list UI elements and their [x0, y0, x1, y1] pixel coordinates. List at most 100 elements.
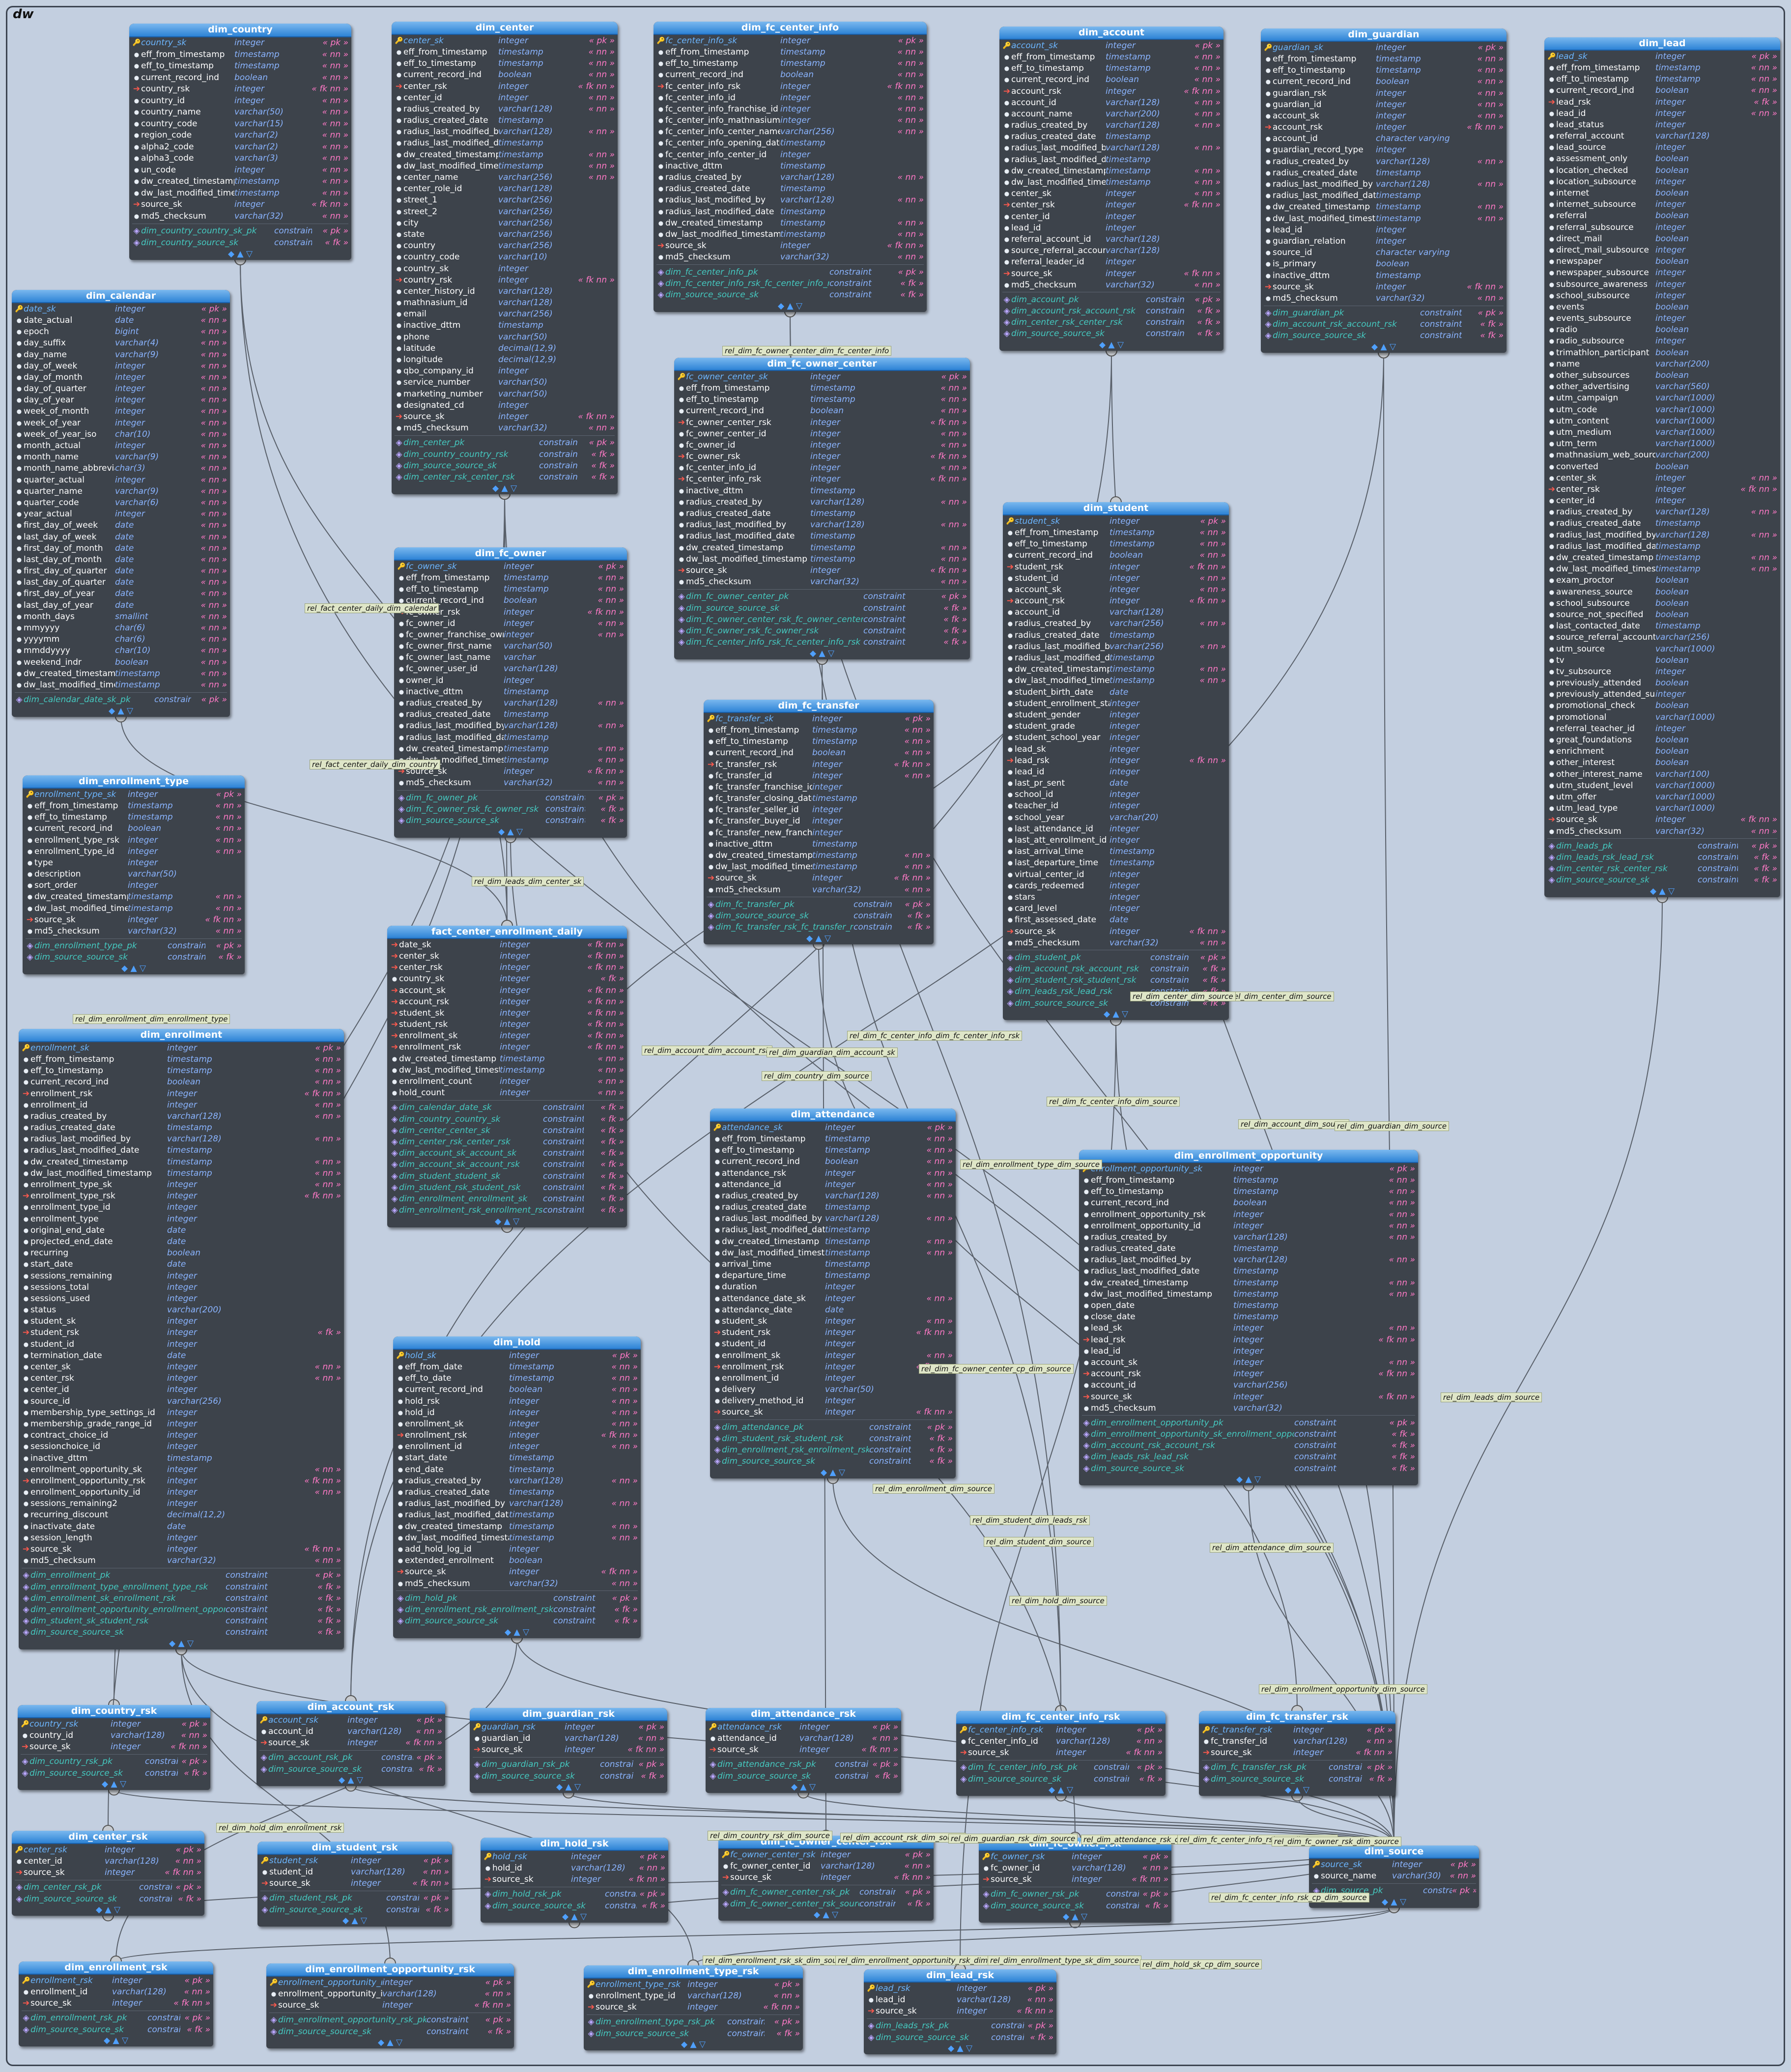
relation-label[interactable]: rel_dim_account_dim_account_rsk [642, 1046, 772, 1055]
relation-line[interactable] [568, 1792, 1394, 1846]
relation-label[interactable]: rel_dim_student_dim_source [984, 1537, 1094, 1547]
relation-label[interactable]: rel_dim_student_dim_leads_rsk [970, 1515, 1090, 1525]
table-footer-icons[interactable]: ◆ ▲ ▽ [556, 1782, 581, 1792]
table-footer-icons[interactable]: ◆ ▲ ▽ [338, 1775, 364, 1786]
relation-label[interactable]: rel_dim_guardian_dim_account_sk [767, 1048, 898, 1057]
table-title[interactable]: dim_guardian_rsk [470, 1708, 667, 1722]
table-constraint[interactable]: ◈dim_enrollment_opportunity_enrollment_o… [22, 1604, 341, 1615]
table-footer-icons[interactable]: ◆ ▲ ▽ [95, 1905, 121, 1915]
table-footer-icons[interactable]: ◆ ▲ ▽ [108, 706, 134, 716]
table-footer-icons[interactable]: ◆ ▲ ▽ [494, 1216, 520, 1226]
